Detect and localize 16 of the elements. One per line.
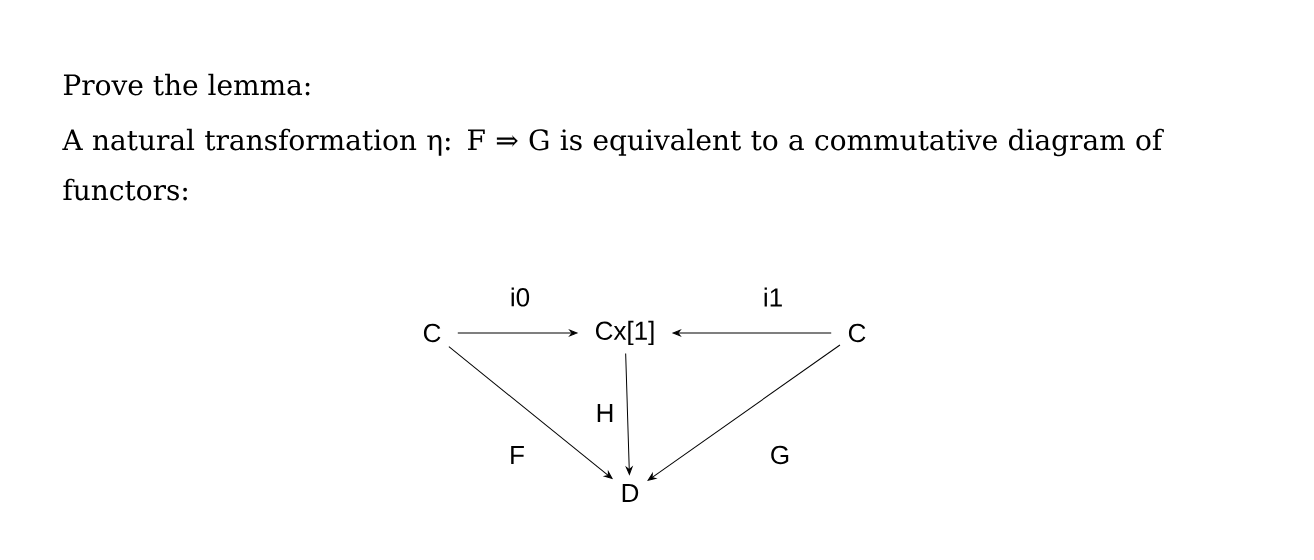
edge-label: i0	[511, 287, 530, 307]
arrow	[625, 353, 633, 475]
object-label: D	[622, 484, 639, 502]
arrow	[647, 344, 841, 481]
statement-text: A natural transformation η: F ⇒ G is equivalent to a commutative diagram of functors:	[62, 128, 1164, 201]
edge-label: G	[771, 445, 789, 465]
object-label: C	[423, 323, 441, 343]
object-label: Cx[1]	[596, 320, 654, 346]
arrow	[457, 329, 578, 337]
edge-label: i1	[764, 287, 782, 307]
object-label: C	[848, 323, 866, 343]
edge-label: F	[511, 446, 524, 464]
arrow	[448, 346, 613, 479]
title: Prove the lemma:	[63, 73, 310, 96]
edge-label: H	[597, 404, 613, 422]
arrow	[672, 329, 832, 337]
